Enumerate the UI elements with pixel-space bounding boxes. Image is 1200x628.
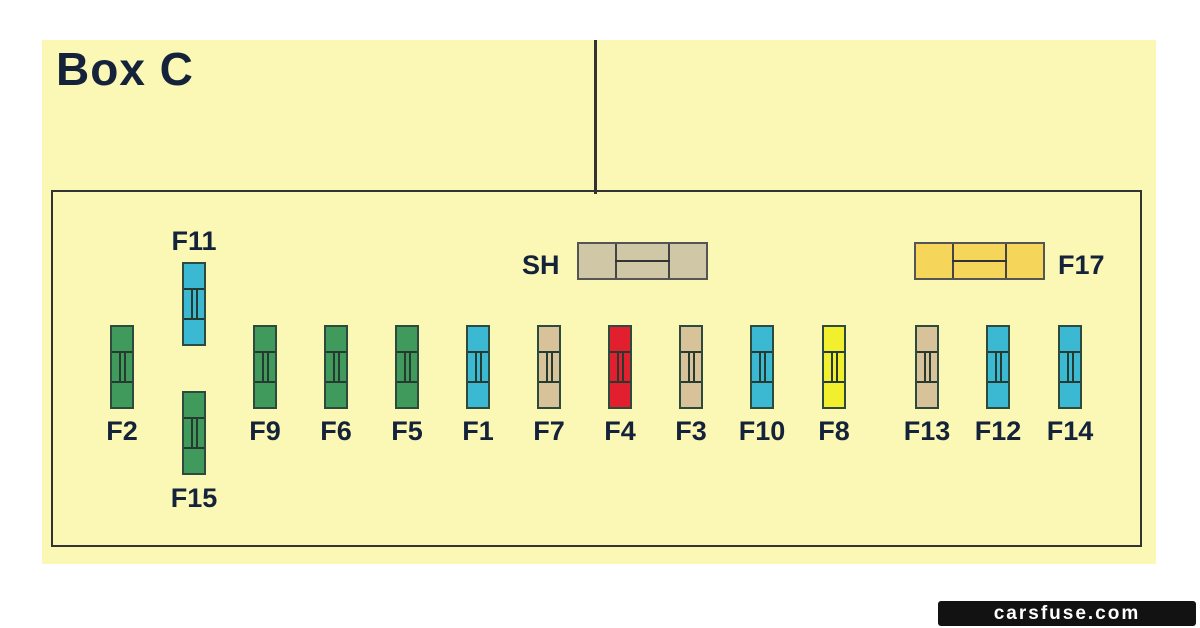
- fuse-label-F4: F4: [604, 416, 636, 446]
- fuse-F12: [986, 325, 1010, 409]
- fuse-label-F6: F6: [320, 416, 352, 446]
- fuse-F3: [679, 325, 703, 409]
- fuse-label-F2: F2: [106, 416, 138, 446]
- fuse-F2: [110, 325, 134, 409]
- diagram-background: [42, 40, 1156, 564]
- fuse-F9: [253, 325, 277, 409]
- fuse-F11: [182, 262, 206, 346]
- fuse-label-F14: F14: [1046, 416, 1094, 446]
- watermark-logo[interactable]: carsfuse.com: [938, 601, 1196, 626]
- fuse-label-F9: F9: [249, 416, 281, 446]
- connector-line: [594, 40, 597, 194]
- fuse-box-outline: [51, 190, 1142, 547]
- fuse-F17: [914, 242, 1045, 280]
- fuse-F6: [324, 325, 348, 409]
- fuse-F14: [1058, 325, 1082, 409]
- fuse-F13: [915, 325, 939, 409]
- fuse-label-F15: F15: [170, 483, 218, 513]
- box-title: Box C: [56, 43, 194, 95]
- fuse-label-F10: F10: [738, 416, 786, 446]
- shunt-SH: [577, 242, 708, 280]
- fuse-label-F7: F7: [533, 416, 565, 446]
- fuse-F15: [182, 391, 206, 475]
- fuse-F1: [466, 325, 490, 409]
- fuse-label-F13: F13: [903, 416, 951, 446]
- fuse-label-F11: F11: [171, 226, 217, 256]
- fuse-label-F8: F8: [818, 416, 850, 446]
- fuse-F8: [822, 325, 846, 409]
- fuse-F10: [750, 325, 774, 409]
- shunt-label: SH: [522, 250, 560, 280]
- fuse-label-F17: F17: [1058, 250, 1105, 280]
- fuse-F4: [608, 325, 632, 409]
- fuse-label-F1: F1: [462, 416, 494, 446]
- fuse-F7: [537, 325, 561, 409]
- fuse-label-F5: F5: [391, 416, 423, 446]
- fuse-F5: [395, 325, 419, 409]
- fuse-label-F3: F3: [675, 416, 707, 446]
- fuse-label-F12: F12: [974, 416, 1022, 446]
